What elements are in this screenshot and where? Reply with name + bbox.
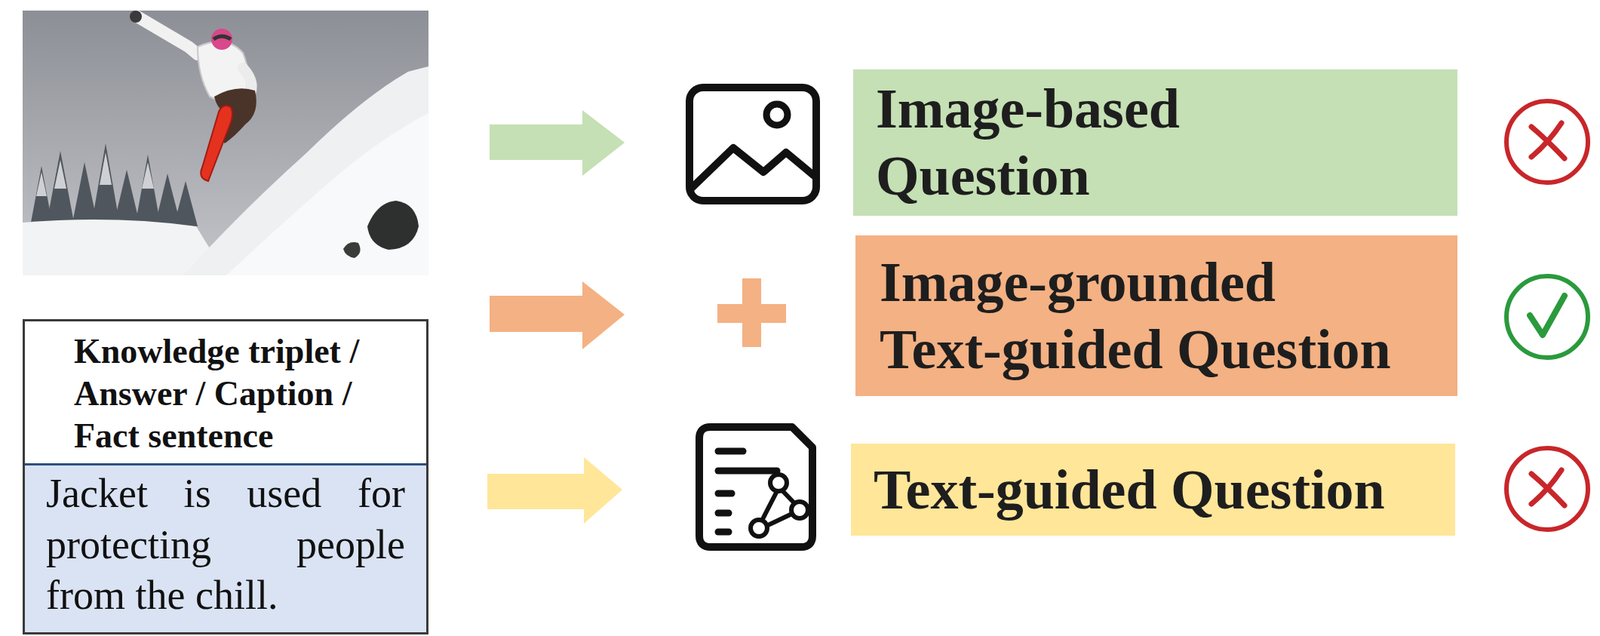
question-box: Text-guided Question: [850, 443, 1456, 536]
yellow-arrow: [487, 457, 623, 524]
question-label: Image-based Question: [875, 75, 1404, 210]
image-icon: [689, 87, 823, 201]
question-label: Text-guided Question: [873, 456, 1402, 524]
question-label: Image-grounded Text-guided Question: [879, 248, 1408, 384]
cross-mark: [1506, 101, 1588, 183]
green-arrow: [489, 110, 625, 176]
orange-arrow: [489, 281, 625, 350]
box-heading: Knowledge triplet / Answer / Caption / F…: [24, 321, 427, 464]
check-mark: [1506, 276, 1588, 358]
question-box: Image-based Question: [853, 69, 1458, 216]
plus-sign: [717, 278, 787, 348]
question-box: Image-grounded Text-guided Question: [855, 235, 1458, 397]
knowledge-box: Knowledge triplet / Answer / Caption / F…: [22, 319, 429, 635]
snowboarder: [129, 10, 257, 182]
fact-text: Jacket is used for protecting people fro…: [24, 463, 427, 633]
snowboard-photo: [22, 10, 429, 276]
document-icon: [699, 426, 813, 547]
cross-mark: [1506, 448, 1588, 530]
